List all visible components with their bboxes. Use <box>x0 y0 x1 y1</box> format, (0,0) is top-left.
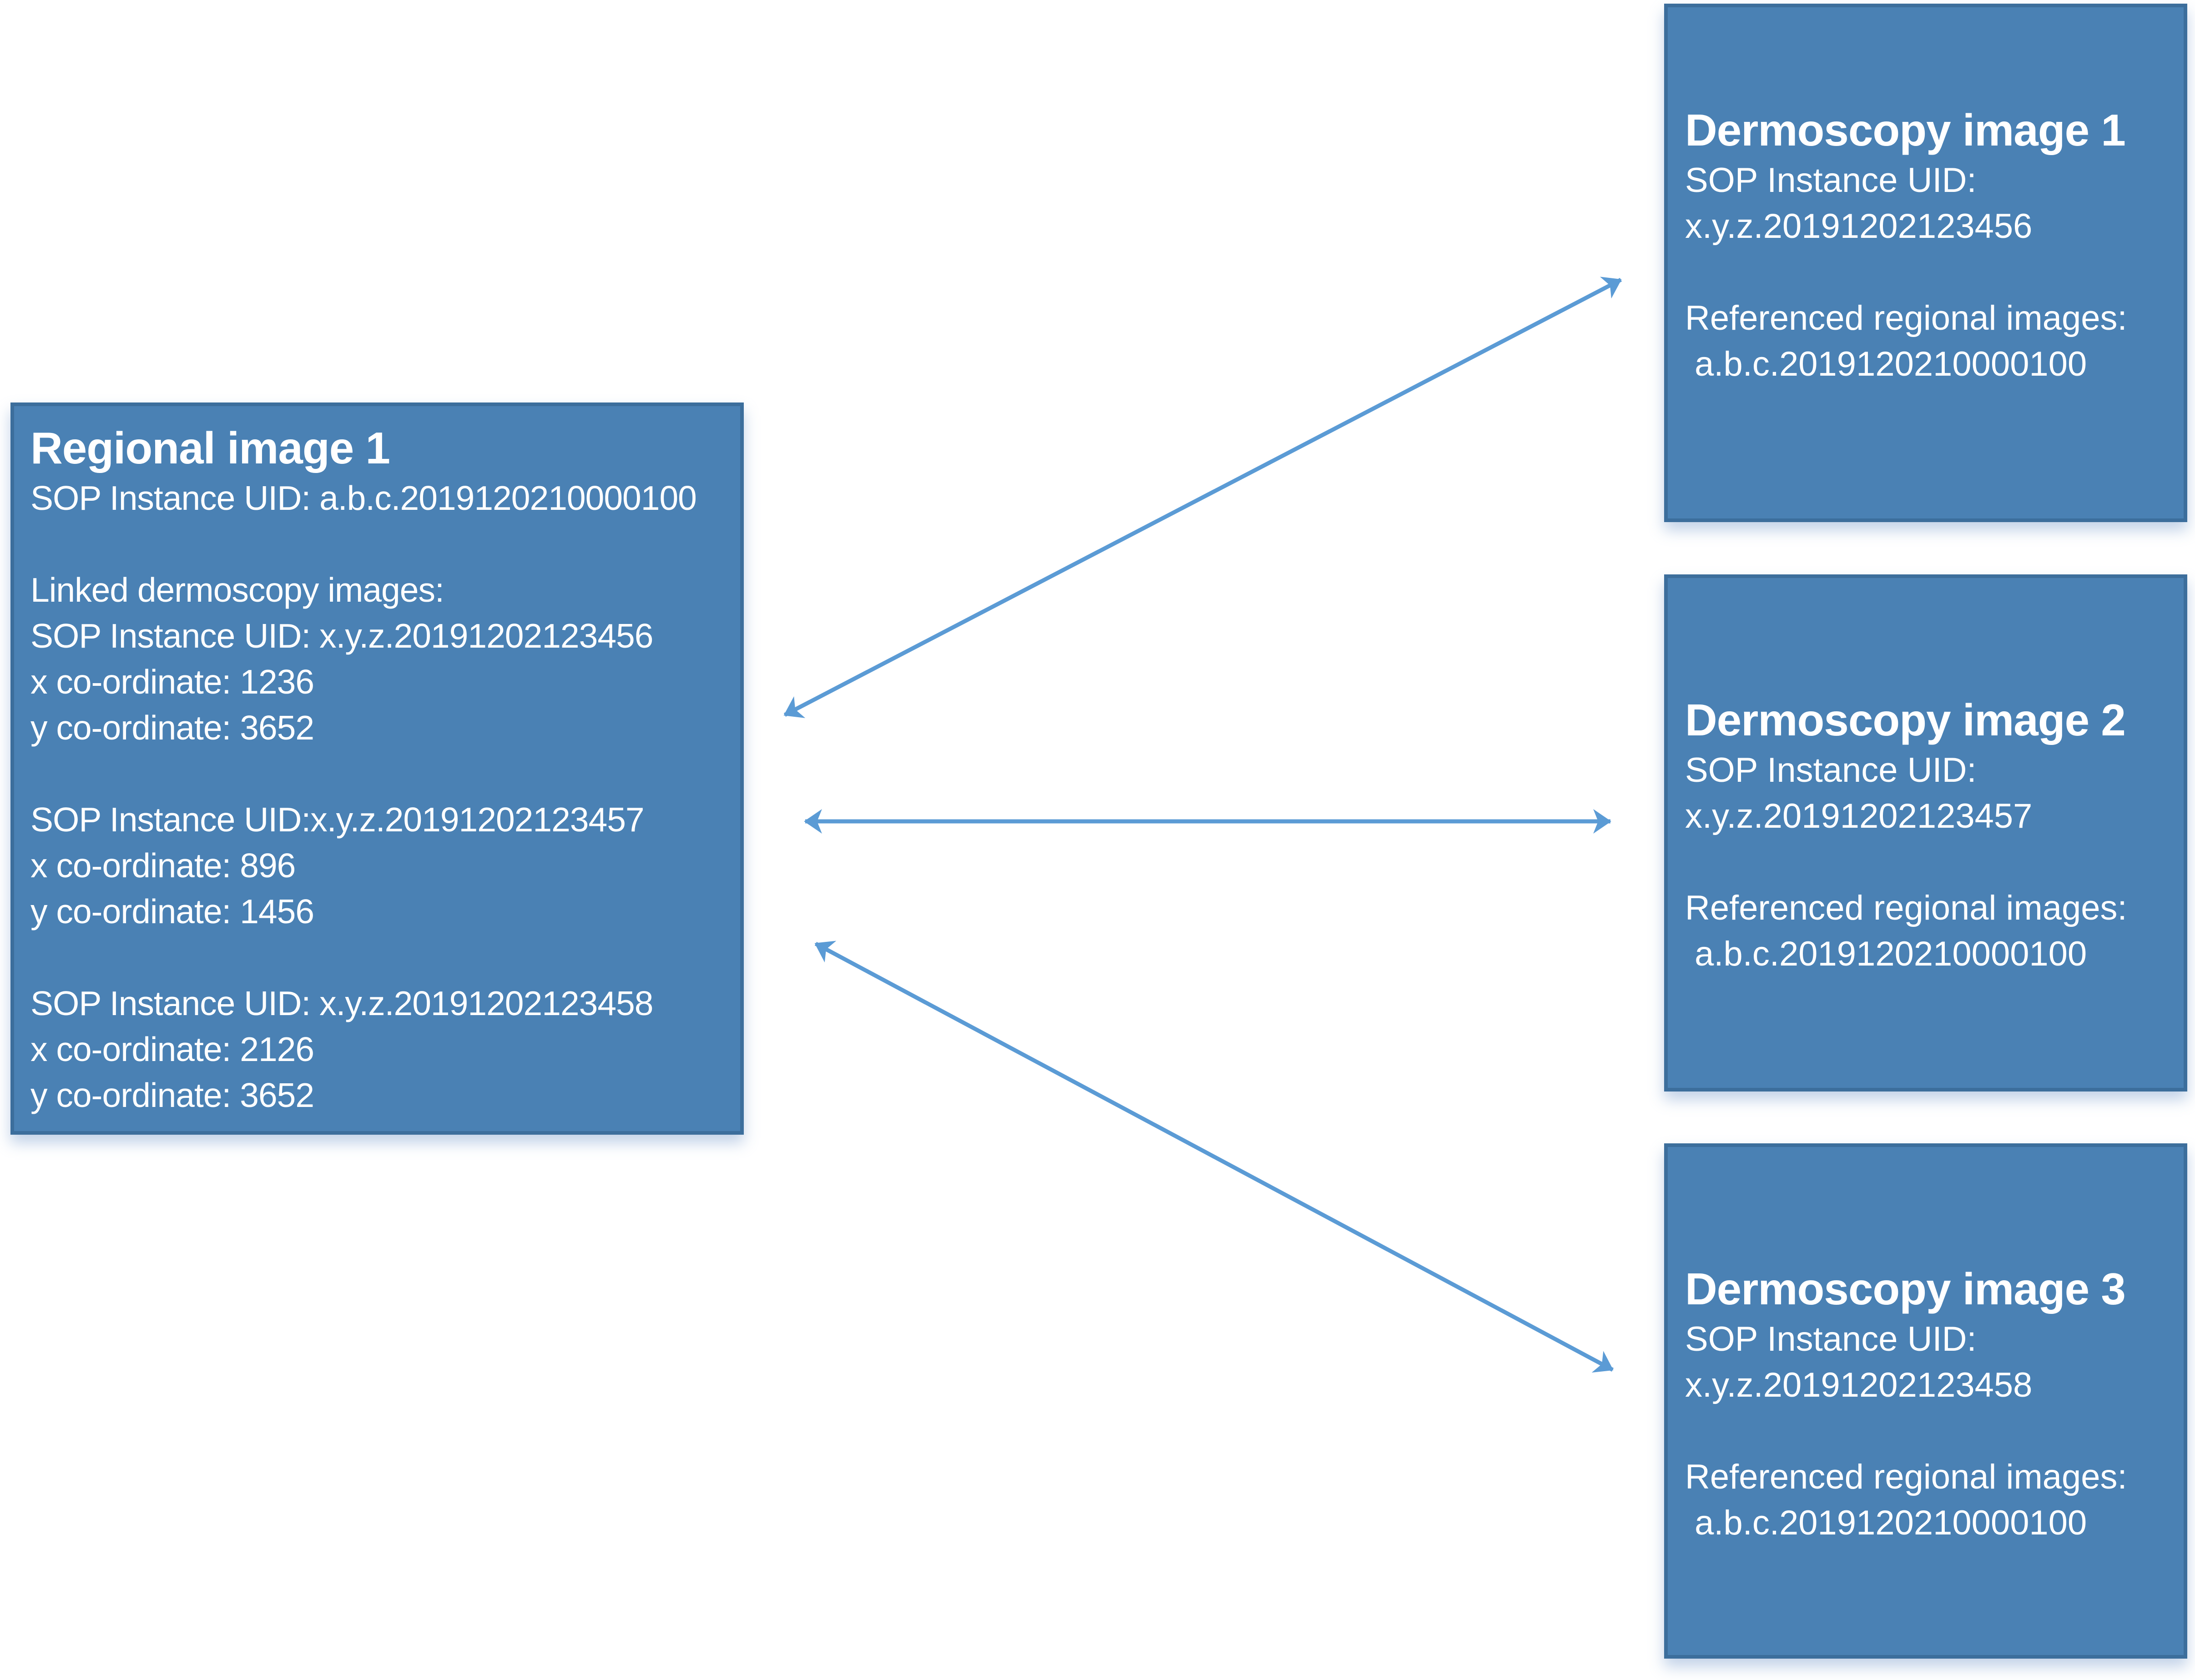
text-line: SOP Instance UID: a.b.c.2019120210000100 <box>30 479 697 517</box>
text-line: x.y.z.20191202123457 <box>1685 797 2033 835</box>
regional-image-title: Regional image 1 <box>30 423 390 473</box>
dermoscopy-image-1-box: Dermoscopy image 1 SOP Instance UID: x.y.… <box>1664 4 2187 522</box>
text-line: SOP Instance UID:x.y.z.20191202123457 <box>30 800 645 839</box>
text-line: x co-ordinate: 2126 <box>30 1030 314 1068</box>
dermoscopy-image-3-title: Dermoscopy image 3 <box>1685 1264 2126 1314</box>
text-line: x.y.z.20191202123456 <box>1685 207 2033 246</box>
text-line: Referenced regional images: <box>1685 889 2127 927</box>
text-line: SOP Instance UID: <box>1685 1320 1977 1358</box>
dermoscopy-image-3-details: SOP Instance UID: x.y.z.20191202123458 Re… <box>1685 1316 2175 1546</box>
text-line: SOP Instance UID: <box>1685 751 1977 790</box>
double-arrow-regional-image-1-to-dermoscopy-image-3 <box>814 941 1614 1373</box>
dermoscopy-image-2-details: SOP Instance UID: x.y.z.20191202123457 Re… <box>1685 747 2175 977</box>
text-line: SOP Instance UID: <box>1685 161 1977 200</box>
text-line: y co-ordinate: 3652 <box>30 1076 314 1114</box>
dermoscopy-image-3-box: Dermoscopy image 3 SOP Instance UID: x.y.… <box>1664 1143 2187 1659</box>
text-line: Referenced regional images: <box>1685 299 2127 337</box>
text-line: a.b.c.2019120210000100 <box>1685 345 2087 383</box>
dermoscopy-image-1-title: Dermoscopy image 1 <box>1685 105 2126 155</box>
text-line <box>1685 1408 2175 1454</box>
text-line <box>30 935 724 981</box>
text-line: y co-ordinate: 1456 <box>30 892 314 931</box>
text-line: x co-ordinate: 896 <box>30 846 296 885</box>
text-line: a.b.c.2019120210000100 <box>1685 1504 2087 1542</box>
double-arrow-regional-image-1-to-dermoscopy-image-1 <box>783 277 1622 718</box>
text-line <box>1685 249 2175 295</box>
text-line <box>30 521 724 567</box>
text-line: SOP Instance UID: x.y.z.20191202123456 <box>30 617 653 655</box>
text-line: y co-ordinate: 3652 <box>30 709 314 747</box>
text-line: Linked dermoscopy images: <box>30 571 444 609</box>
text-line <box>30 751 724 797</box>
text-line: x co-ordinate: 1236 <box>30 663 314 701</box>
text-line: x.y.z.20191202123458 <box>1685 1366 2033 1404</box>
regional-image-box: Regional image 1 SOP Instance UID: a.b.c… <box>10 402 744 1135</box>
dermoscopy-image-1-details: SOP Instance UID: x.y.z.20191202123456 Re… <box>1685 157 2175 387</box>
dermoscopy-image-2-box: Dermoscopy image 2 SOP Instance UID: x.y.… <box>1664 574 2187 1091</box>
text-line <box>1685 839 2175 885</box>
dermoscopy-image-2-title: Dermoscopy image 2 <box>1685 695 2126 745</box>
regional-image-details: SOP Instance UID: a.b.c.2019120210000100… <box>30 475 724 1118</box>
text-line: a.b.c.2019120210000100 <box>1685 935 2087 973</box>
text-line: Referenced regional images: <box>1685 1458 2127 1496</box>
text-line: SOP Instance UID: x.y.z.20191202123458 <box>30 984 653 1022</box>
